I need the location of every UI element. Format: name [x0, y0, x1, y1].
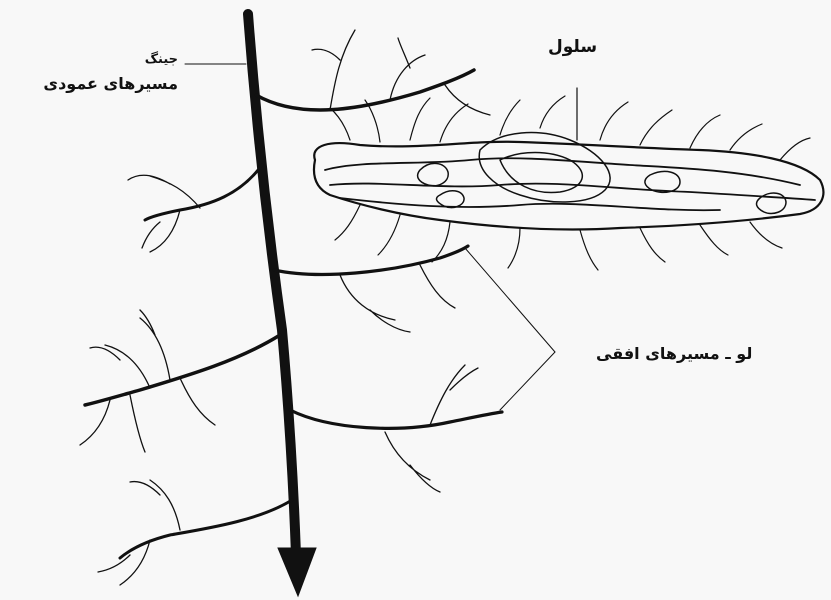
horizontal-pathways-label: لو ـ مسیرهای افقی	[596, 344, 752, 364]
vertical-label-line1: جینگ	[43, 52, 178, 68]
root-hair	[312, 30, 490, 115]
branch-upper-right	[256, 70, 474, 110]
branch-middle-right	[274, 246, 468, 274]
arrowhead-down	[278, 548, 316, 596]
root-hair	[340, 265, 455, 332]
horizontal-label-leader-upper	[465, 248, 555, 352]
root-hair	[80, 310, 215, 452]
branch-lower-right	[290, 410, 502, 428]
vertical-label-line2: مسیرهای عمودی	[43, 74, 178, 94]
vertical-pathways-label: جینگ مسیرهای عمودی	[43, 52, 178, 94]
root-hair	[98, 480, 180, 585]
cell-hairs	[330, 96, 810, 270]
cell-outline	[314, 142, 823, 230]
branch-lower-left	[85, 335, 280, 405]
horizontal-label-leader-lower	[500, 352, 555, 410]
branch-bottom-left	[120, 500, 292, 558]
branch-upper-left	[145, 165, 262, 220]
cell-label: سلول	[548, 37, 597, 58]
